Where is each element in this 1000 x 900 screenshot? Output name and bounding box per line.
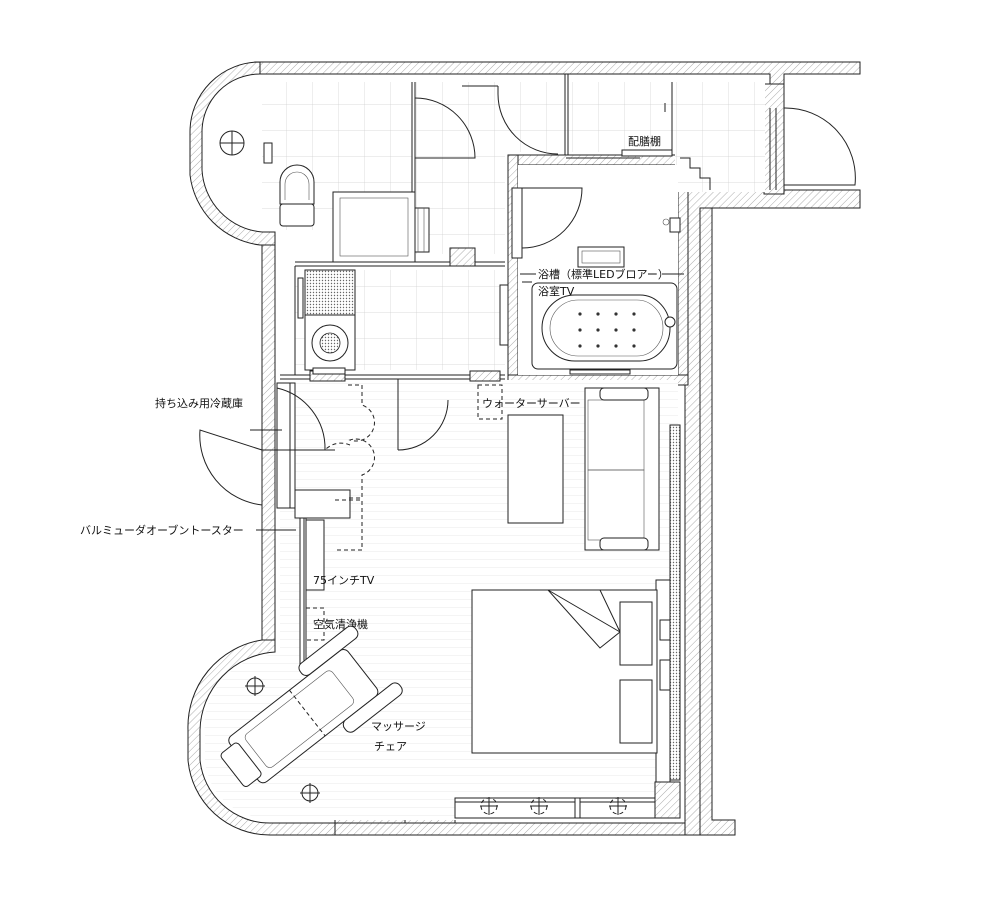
wash-basin-icon bbox=[219, 130, 245, 156]
towel-rack bbox=[414, 207, 430, 253]
cabinet bbox=[332, 191, 416, 263]
haizen-shelf bbox=[621, 149, 673, 157]
doors-top bbox=[414, 85, 856, 190]
massage-label-1: マッサージ bbox=[371, 720, 426, 733]
air-purifier bbox=[305, 607, 325, 641]
air-purifier-label: 空気清浄機 bbox=[313, 617, 368, 631]
downlight-icon bbox=[480, 797, 627, 815]
massage-label-2: チェア bbox=[374, 740, 407, 753]
tv-label: 75インチTV bbox=[313, 574, 375, 587]
water-server-label: ウォーターサーバー bbox=[482, 397, 581, 410]
water-server bbox=[477, 384, 503, 420]
bathtub-label: 浴槽（標準LEDブロアー） bbox=[538, 267, 669, 281]
tiled-areas bbox=[262, 82, 765, 370]
bathtub-jets bbox=[578, 312, 636, 348]
sofa bbox=[584, 387, 660, 551]
bathroom bbox=[511, 165, 681, 375]
fridge-label: 持ち込み用冷蔵庫 bbox=[155, 396, 243, 410]
bed bbox=[471, 589, 658, 754]
window-cabinet bbox=[454, 781, 681, 819]
washroom bbox=[297, 269, 509, 375]
entrance bbox=[199, 379, 449, 551]
coffee-table bbox=[507, 414, 564, 524]
toilet bbox=[279, 164, 315, 227]
bath-tv-label: 浴室TV bbox=[538, 284, 575, 298]
light-icon bbox=[245, 676, 320, 803]
toaster-label: バルミューダオーブントースター bbox=[80, 523, 244, 537]
haizen-label: 配膳棚 bbox=[628, 134, 661, 148]
window-strip bbox=[655, 424, 681, 786]
massage-chair bbox=[220, 625, 403, 787]
paper-holder bbox=[263, 142, 273, 164]
